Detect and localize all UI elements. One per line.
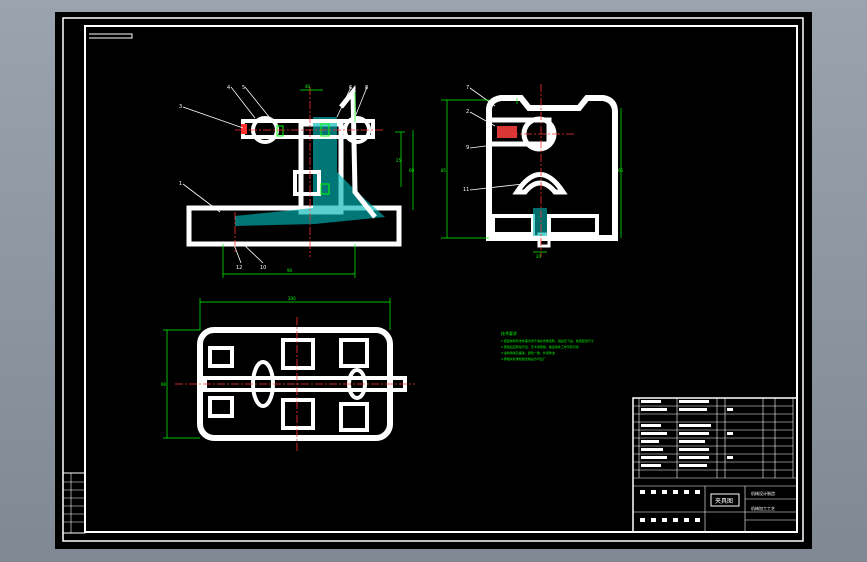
side-leaders xyxy=(469,87,524,191)
side-label-11: 11 xyxy=(463,187,469,193)
top-left-slot-lower xyxy=(208,396,234,418)
side-base-slot-2 xyxy=(547,214,599,236)
front-bearing-3 xyxy=(320,183,330,195)
front-label-5: 5 xyxy=(242,85,245,91)
side-dim-85: 85 xyxy=(441,168,447,173)
front-hatch xyxy=(235,117,385,226)
top-center-block-upper xyxy=(281,338,315,370)
front-label-8: 8 xyxy=(365,85,368,91)
outer-frame xyxy=(62,17,804,542)
front-dimension-lines xyxy=(222,89,414,278)
front-base xyxy=(186,205,402,247)
left-stamp-grid xyxy=(63,473,85,533)
side-label-7: 7 xyxy=(466,85,469,91)
drawing-viewport[interactable]: 3 4 5 6 8 1 12 10 40 25 60 90 xyxy=(55,12,812,549)
side-label-9: 9 xyxy=(466,145,469,151)
side-cyan-hatch xyxy=(533,208,547,236)
notes-line-4: 4.按相关标准检验合格后方可出厂 xyxy=(501,356,546,361)
front-dim-25: 25 xyxy=(396,158,402,163)
front-label-6: 6 xyxy=(349,85,352,91)
front-dim-40: 40 xyxy=(305,84,311,89)
side-view xyxy=(441,84,622,257)
front-leaders xyxy=(182,86,368,264)
top-dim-90: 90 xyxy=(161,382,167,387)
side-dim-20: 20 xyxy=(536,254,542,259)
side-lower-arc xyxy=(512,172,568,195)
side-dimension-lines xyxy=(441,98,622,253)
notes-line-3: 3.涂防锈漆及面漆，颜色一致，外观整洁 xyxy=(501,350,555,355)
sub-name: 机械加工工艺 xyxy=(751,505,775,511)
left-stamp-frame xyxy=(62,472,86,534)
front-bearing-1 xyxy=(276,125,284,137)
side-dim-65: 65 xyxy=(618,168,624,173)
drawing-title: 夹具图 xyxy=(715,497,733,505)
notes-line-1: 1.装配前所有零件需清洗干净并去除毛刺、锐边及飞边，检查配合尺寸 xyxy=(501,338,594,343)
front-view xyxy=(182,85,414,278)
front-label-10: 10 xyxy=(260,265,266,271)
top-right-block-upper xyxy=(339,338,369,368)
signature-row-marks xyxy=(640,490,700,522)
front-dim-90: 90 xyxy=(287,268,293,273)
cad-drawing-sheet: 3 4 5 6 8 1 12 10 40 25 60 90 xyxy=(62,17,804,542)
side-label-2: 2 xyxy=(466,109,469,115)
inner-frame xyxy=(84,25,798,533)
top-left-slot-upper xyxy=(208,346,234,368)
front-label-12: 12 xyxy=(236,265,242,271)
side-frame xyxy=(486,95,618,241)
front-dim-60: 60 xyxy=(409,168,415,173)
corner-mark xyxy=(89,33,133,39)
front-lower-boss xyxy=(293,170,321,196)
left-stamp xyxy=(62,472,86,534)
top-dim-200: 200 xyxy=(288,296,296,301)
top-dimension-lines xyxy=(163,298,391,439)
front-label-4: 4 xyxy=(227,85,230,91)
side-upper-block xyxy=(486,117,552,147)
title-block: 夹具图 机械设计制造 机械加工工艺 xyxy=(632,397,798,533)
top-view xyxy=(163,298,415,452)
title-block-frame xyxy=(632,397,798,533)
front-label-1: 1 xyxy=(179,181,182,187)
school-name: 机械设计制造 xyxy=(751,490,775,496)
technical-notes: 技术要求 1.装配前所有零件需清洗干净并去除毛刺、锐边及飞边，检查配合尺寸 2.… xyxy=(501,330,594,361)
top-center-block-lower xyxy=(281,398,315,430)
top-right-block-lower xyxy=(339,402,369,432)
front-red-tip xyxy=(241,124,247,134)
side-base-slot-1 xyxy=(491,214,535,236)
side-red-insert xyxy=(497,126,517,138)
parts-list-grid xyxy=(633,398,797,532)
notes-line-2: 2.装配后应转动灵活，无卡滞现象，各运动件工作平稳可靠 xyxy=(501,344,579,349)
notes-title: 技术要求 xyxy=(501,330,517,336)
front-label-3: 3 xyxy=(179,104,182,110)
drawing-title-box xyxy=(710,493,740,507)
parts-list-text-marks xyxy=(641,400,733,467)
